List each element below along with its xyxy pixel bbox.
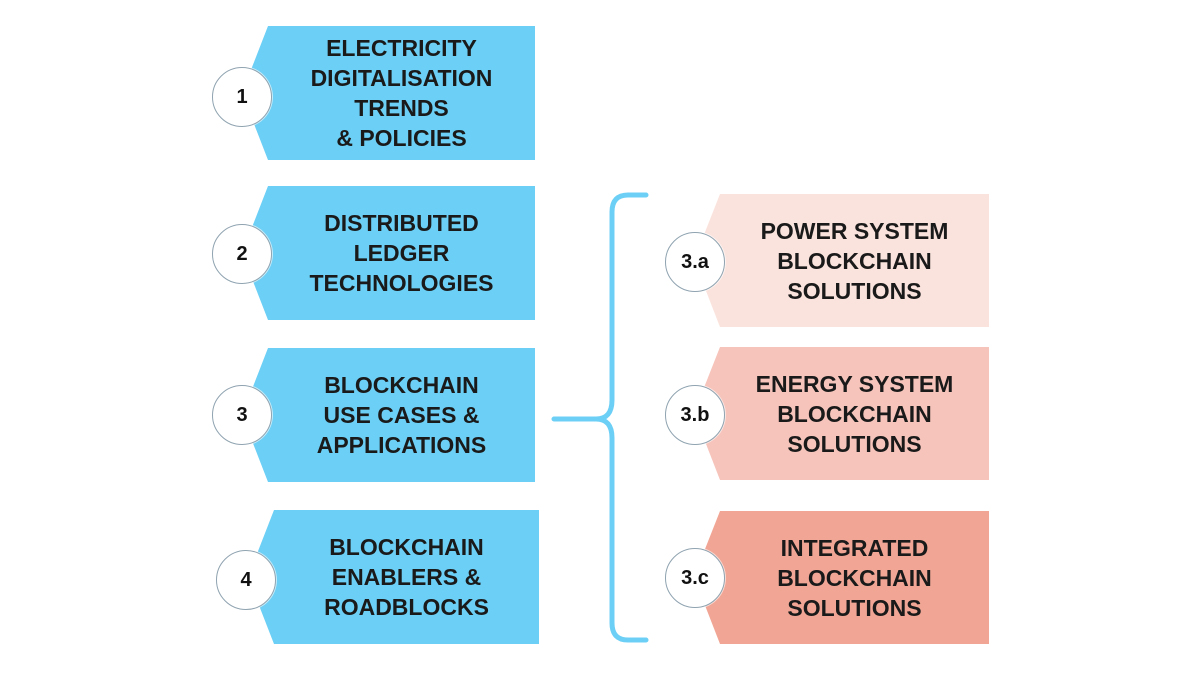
tag-label: BLOCKCHAIN USE CASES & APPLICATIONS: [316, 372, 487, 458]
step-number-badge: 1: [212, 67, 272, 127]
tag-item-1: ELECTRICITY DIGITALISATION TRENDS & POLI…: [242, 26, 535, 160]
tag-label: DISTRIBUTED LEDGER TECHNOLOGIES: [309, 210, 494, 296]
tag-label: BLOCKCHAIN ENABLERS & ROADBLOCKS: [324, 534, 489, 620]
tag-label: ENERGY SYSTEM BLOCKCHAIN SOLUTIONS: [755, 370, 954, 457]
tag-shape: [242, 26, 535, 160]
step-number-badge: 3.c: [665, 548, 725, 608]
step-number-badge: 2: [212, 224, 272, 284]
tag-shape: [694, 347, 989, 480]
tag-item-4: BLOCKCHAIN ENABLERS & ROADBLOCKS: [248, 510, 539, 644]
tag-label: POWER SYSTEM BLOCKCHAIN SOLUTIONS: [760, 217, 949, 304]
step-number-badge: 4: [216, 550, 276, 610]
tag-item-3b: ENERGY SYSTEM BLOCKCHAIN SOLUTIONS: [694, 347, 989, 480]
tag-label: INTEGRATED BLOCKCHAIN SOLUTIONS: [777, 534, 932, 621]
tag-shape: [694, 194, 989, 327]
tag-item-3a: POWER SYSTEM BLOCKCHAIN SOLUTIONS: [694, 194, 989, 327]
tag-item-3: BLOCKCHAIN USE CASES & APPLICATIONS: [242, 348, 535, 482]
tag-shape: [248, 510, 539, 644]
step-number-badge: 3: [212, 385, 272, 445]
tag-item-3c: INTEGRATED BLOCKCHAIN SOLUTIONS: [694, 511, 989, 644]
step-number-badge: 3.b: [665, 385, 725, 445]
tag-shape: [242, 348, 535, 482]
tag-item-2: DISTRIBUTED LEDGER TECHNOLOGIES: [242, 186, 535, 320]
tag-shape: [694, 511, 989, 644]
step-number-badge: 3.a: [665, 232, 725, 292]
tag-shape: [242, 186, 535, 320]
tag-label: ELECTRICITY DIGITALISATION TRENDS & POLI…: [310, 35, 493, 151]
